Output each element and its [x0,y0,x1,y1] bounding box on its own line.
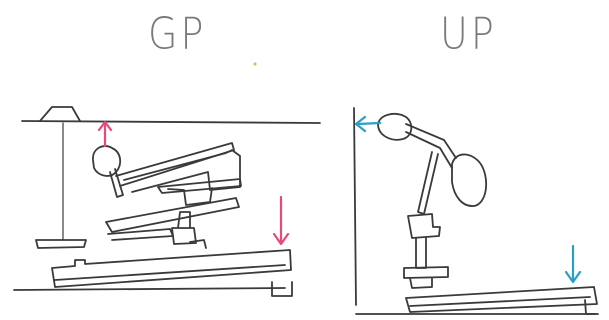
up-stem [418,152,438,214]
up-damper [452,154,486,206]
up-string-line [354,108,356,305]
up-capstan-base [410,278,432,288]
gp-keybed [14,288,285,290]
up-hammer-arrow-shaft [358,123,380,124]
up-wippen-stem [416,238,426,268]
gp-hammer-shank [110,169,123,197]
up-key-front [585,300,596,314]
grand-piano-action [14,107,320,296]
up-key [406,287,597,312]
gp-key-front-block [272,282,292,296]
up-hammer-head [378,114,411,140]
up-key-arrow [566,246,580,282]
gp-wippen-bar [106,198,239,232]
gp-key-arrow [274,197,288,244]
gp-key [52,250,291,287]
up-wippen-upper [408,214,440,238]
upright-piano-action [354,108,598,314]
gp-small-block [36,240,86,248]
gp-damper-block [40,107,80,121]
gp-shank-long [116,143,234,186]
gp-hammer-arrow [99,122,111,146]
gp-string-line [22,121,320,123]
speck-mark [254,63,257,66]
up-hammer-arrow [356,117,380,131]
